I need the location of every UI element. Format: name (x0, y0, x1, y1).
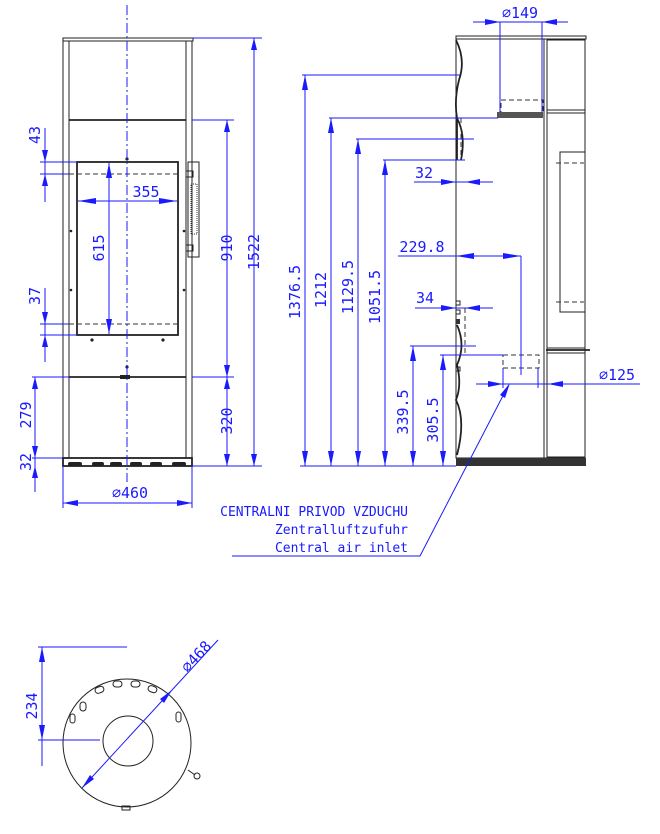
dim-1522: 1522 (245, 234, 263, 270)
side-view: ⌀149 1376.5 1212 1129.5 1051.5 32 229.8 … (220, 4, 640, 557)
note-line-cz: CENTRALNI PRIVOD VZDUCHU (220, 505, 408, 520)
bottom-view: 234 ⌀468 (23, 637, 219, 811)
dim-355: 355 (132, 183, 159, 201)
dim-diameter-468: ⌀468 (177, 637, 215, 676)
dim-32-depth: 32 (415, 164, 433, 182)
dim-flue-149: ⌀149 (502, 4, 538, 22)
stove-outline-circle (62, 678, 192, 808)
dim-43: 43 (26, 126, 44, 144)
flue-circle (102, 715, 154, 767)
dim-305: 305.5 (424, 397, 442, 442)
dim-diameter-460: ⌀460 (112, 484, 148, 502)
dim-1376: 1376.5 (286, 265, 304, 319)
dim-339: 339.5 (394, 389, 412, 434)
side-base (456, 458, 586, 466)
air-slots (69, 680, 182, 724)
dim-910: 910 (218, 234, 236, 261)
dim-279: 279 (17, 401, 35, 428)
note-line-en: Central air inlet (275, 541, 408, 556)
dim-1051: 1051.5 (366, 270, 384, 324)
dim-37: 37 (26, 287, 44, 305)
dim-234: 234 (23, 692, 41, 719)
dim-1129: 1129.5 (339, 260, 357, 314)
dim-229-8: 229.8 (399, 238, 444, 256)
dim-615: 615 (90, 234, 108, 261)
dim-air-inlet-125: ⌀125 (599, 366, 635, 384)
note-line-de: Zentralluftzufuhr (275, 523, 408, 538)
side-top-plate (455, 35, 587, 40)
door-handle (185, 161, 200, 258)
dim-1212: 1212 (312, 272, 330, 308)
dim-34-depth: 34 (416, 289, 434, 307)
front-view: 1522 910 320 355 615 43 37 279 32 ⌀460 (17, 5, 263, 508)
dim-320: 320 (218, 407, 236, 434)
dim-32-base: 32 (17, 453, 35, 471)
side-body (455, 39, 586, 459)
feet (68, 462, 186, 466)
air-inlet-leader (232, 385, 509, 557)
